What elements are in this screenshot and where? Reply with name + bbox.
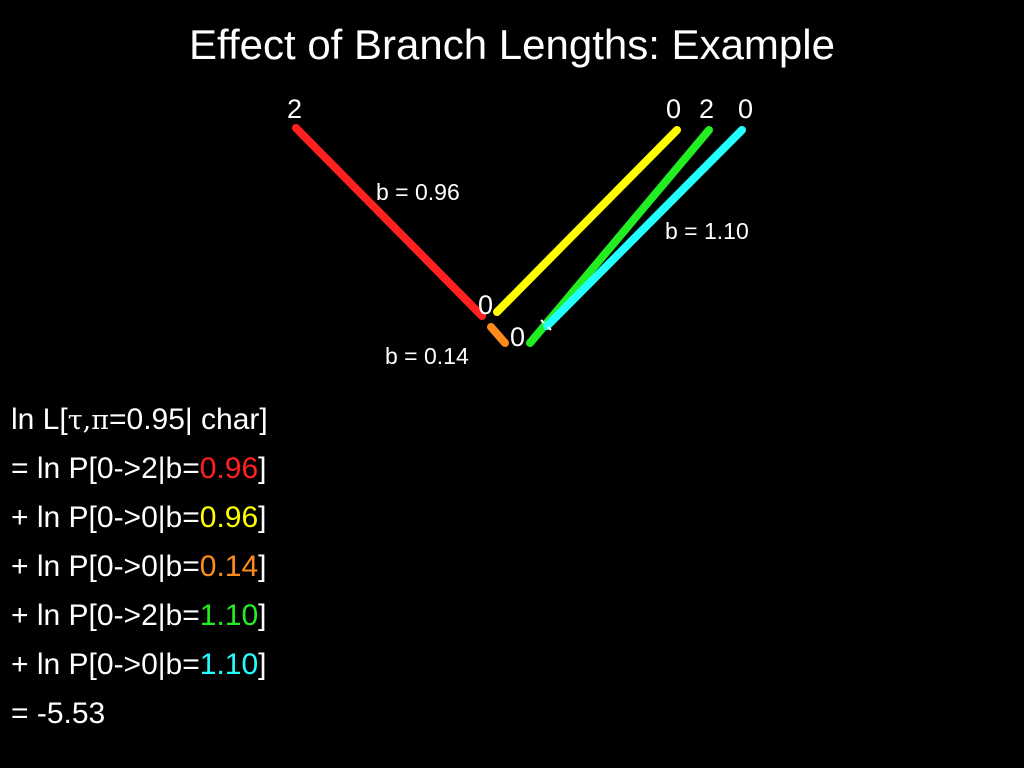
branch-value-cyan: 1.10: [199, 648, 259, 681]
equation-result: = -5.53: [11, 697, 106, 730]
slide-title: Effect of Branch Lengths: Example: [189, 21, 835, 68]
equation-term: + ln P[0->0|b=1.10]: [11, 648, 267, 681]
branch-length-label: b = 1.10: [665, 218, 749, 244]
pi-symbol: π: [91, 405, 109, 436]
phylogenetic-tree: 2 0 2 0 0 0 b = 0.96 b = 1.10 b = 0.14: [287, 94, 753, 369]
equation-head: ln L[τ,π=0.95| char]: [11, 403, 268, 436]
equation-term: = ln P[0->2|b=0.96]: [11, 452, 267, 485]
branch-value-green: 1.10: [199, 599, 259, 632]
branch-red: [292, 124, 486, 320]
tip-label: 0: [666, 94, 681, 124]
branch-orange: [487, 323, 509, 347]
branch-value-orange: 0.14: [199, 550, 259, 583]
tip-label: 0: [738, 94, 753, 124]
branch-cyan: [543, 126, 746, 330]
branch-value-yellow: 0.96: [199, 501, 259, 534]
likelihood-equation: ln L[τ,π=0.95| char] = ln P[0->2|b=0.96]…: [11, 398, 268, 741]
node-tick: [547, 326, 552, 331]
branch-length-label: b = 0.14: [385, 343, 469, 369]
equation-term: + ln P[0->0|b=0.14]: [11, 550, 267, 583]
tip-label: 2: [287, 94, 302, 124]
internal-node-label: 0: [510, 322, 525, 352]
branch-yellow: [493, 126, 681, 316]
equation-term: + ln P[0->0|b=0.96]: [11, 501, 267, 534]
branch-length-label: b = 0.96: [376, 179, 460, 205]
internal-node-label: 0: [478, 290, 493, 320]
branch-value-red: 0.96: [199, 452, 259, 485]
node-tick: [540, 319, 545, 324]
equation-term: + ln P[0->2|b=1.10]: [11, 599, 267, 632]
tau-symbol: τ: [67, 405, 83, 436]
tip-label: 2: [699, 94, 714, 124]
